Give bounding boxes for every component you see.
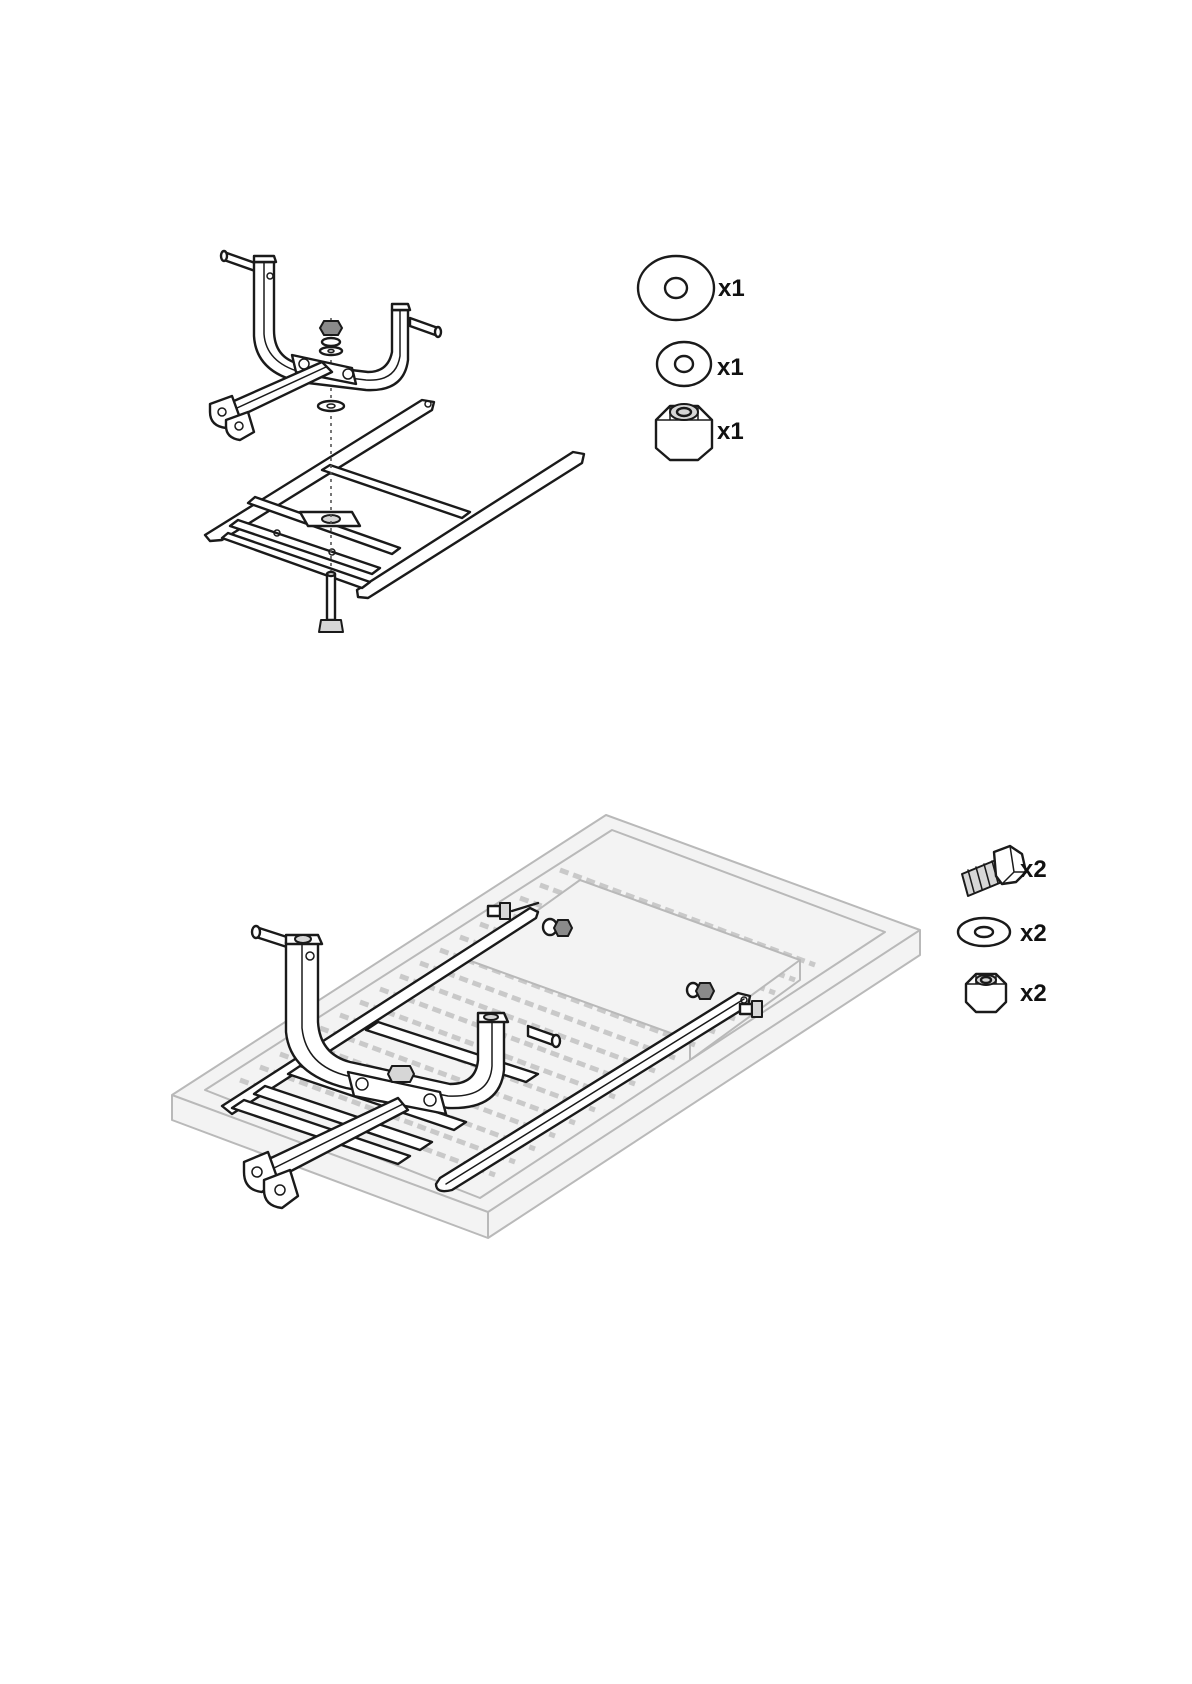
- step1-qty-lock-nut: x1: [717, 418, 744, 445]
- step1-washer: [318, 401, 344, 411]
- step2-assembly: [172, 815, 920, 1238]
- step1-exploded-assembly: [205, 251, 584, 632]
- step1-qty-large-washer: x1: [718, 275, 745, 302]
- step1-parts-list: x1 x1 x1: [638, 256, 745, 460]
- small-washer-icon: [657, 342, 711, 386]
- step2-qty-lock-nut: x2: [1020, 980, 1047, 1007]
- step1-qty-small-washer: x1: [717, 354, 744, 381]
- washer-icon: [958, 918, 1010, 946]
- bolt-icon: [962, 846, 1026, 896]
- step2-parts-list: x2 x2 x2: [958, 846, 1047, 1012]
- step1-fastener-stack: [320, 321, 342, 355]
- large-washer-icon: [638, 256, 714, 320]
- lock-nut-icon: [656, 404, 712, 460]
- step1-base-frame: [205, 400, 584, 598]
- step2-lock-nut-icon: [966, 974, 1006, 1012]
- step2-qty-washer: x2: [1020, 920, 1047, 947]
- step2-qty-bolt: x2: [1020, 856, 1047, 883]
